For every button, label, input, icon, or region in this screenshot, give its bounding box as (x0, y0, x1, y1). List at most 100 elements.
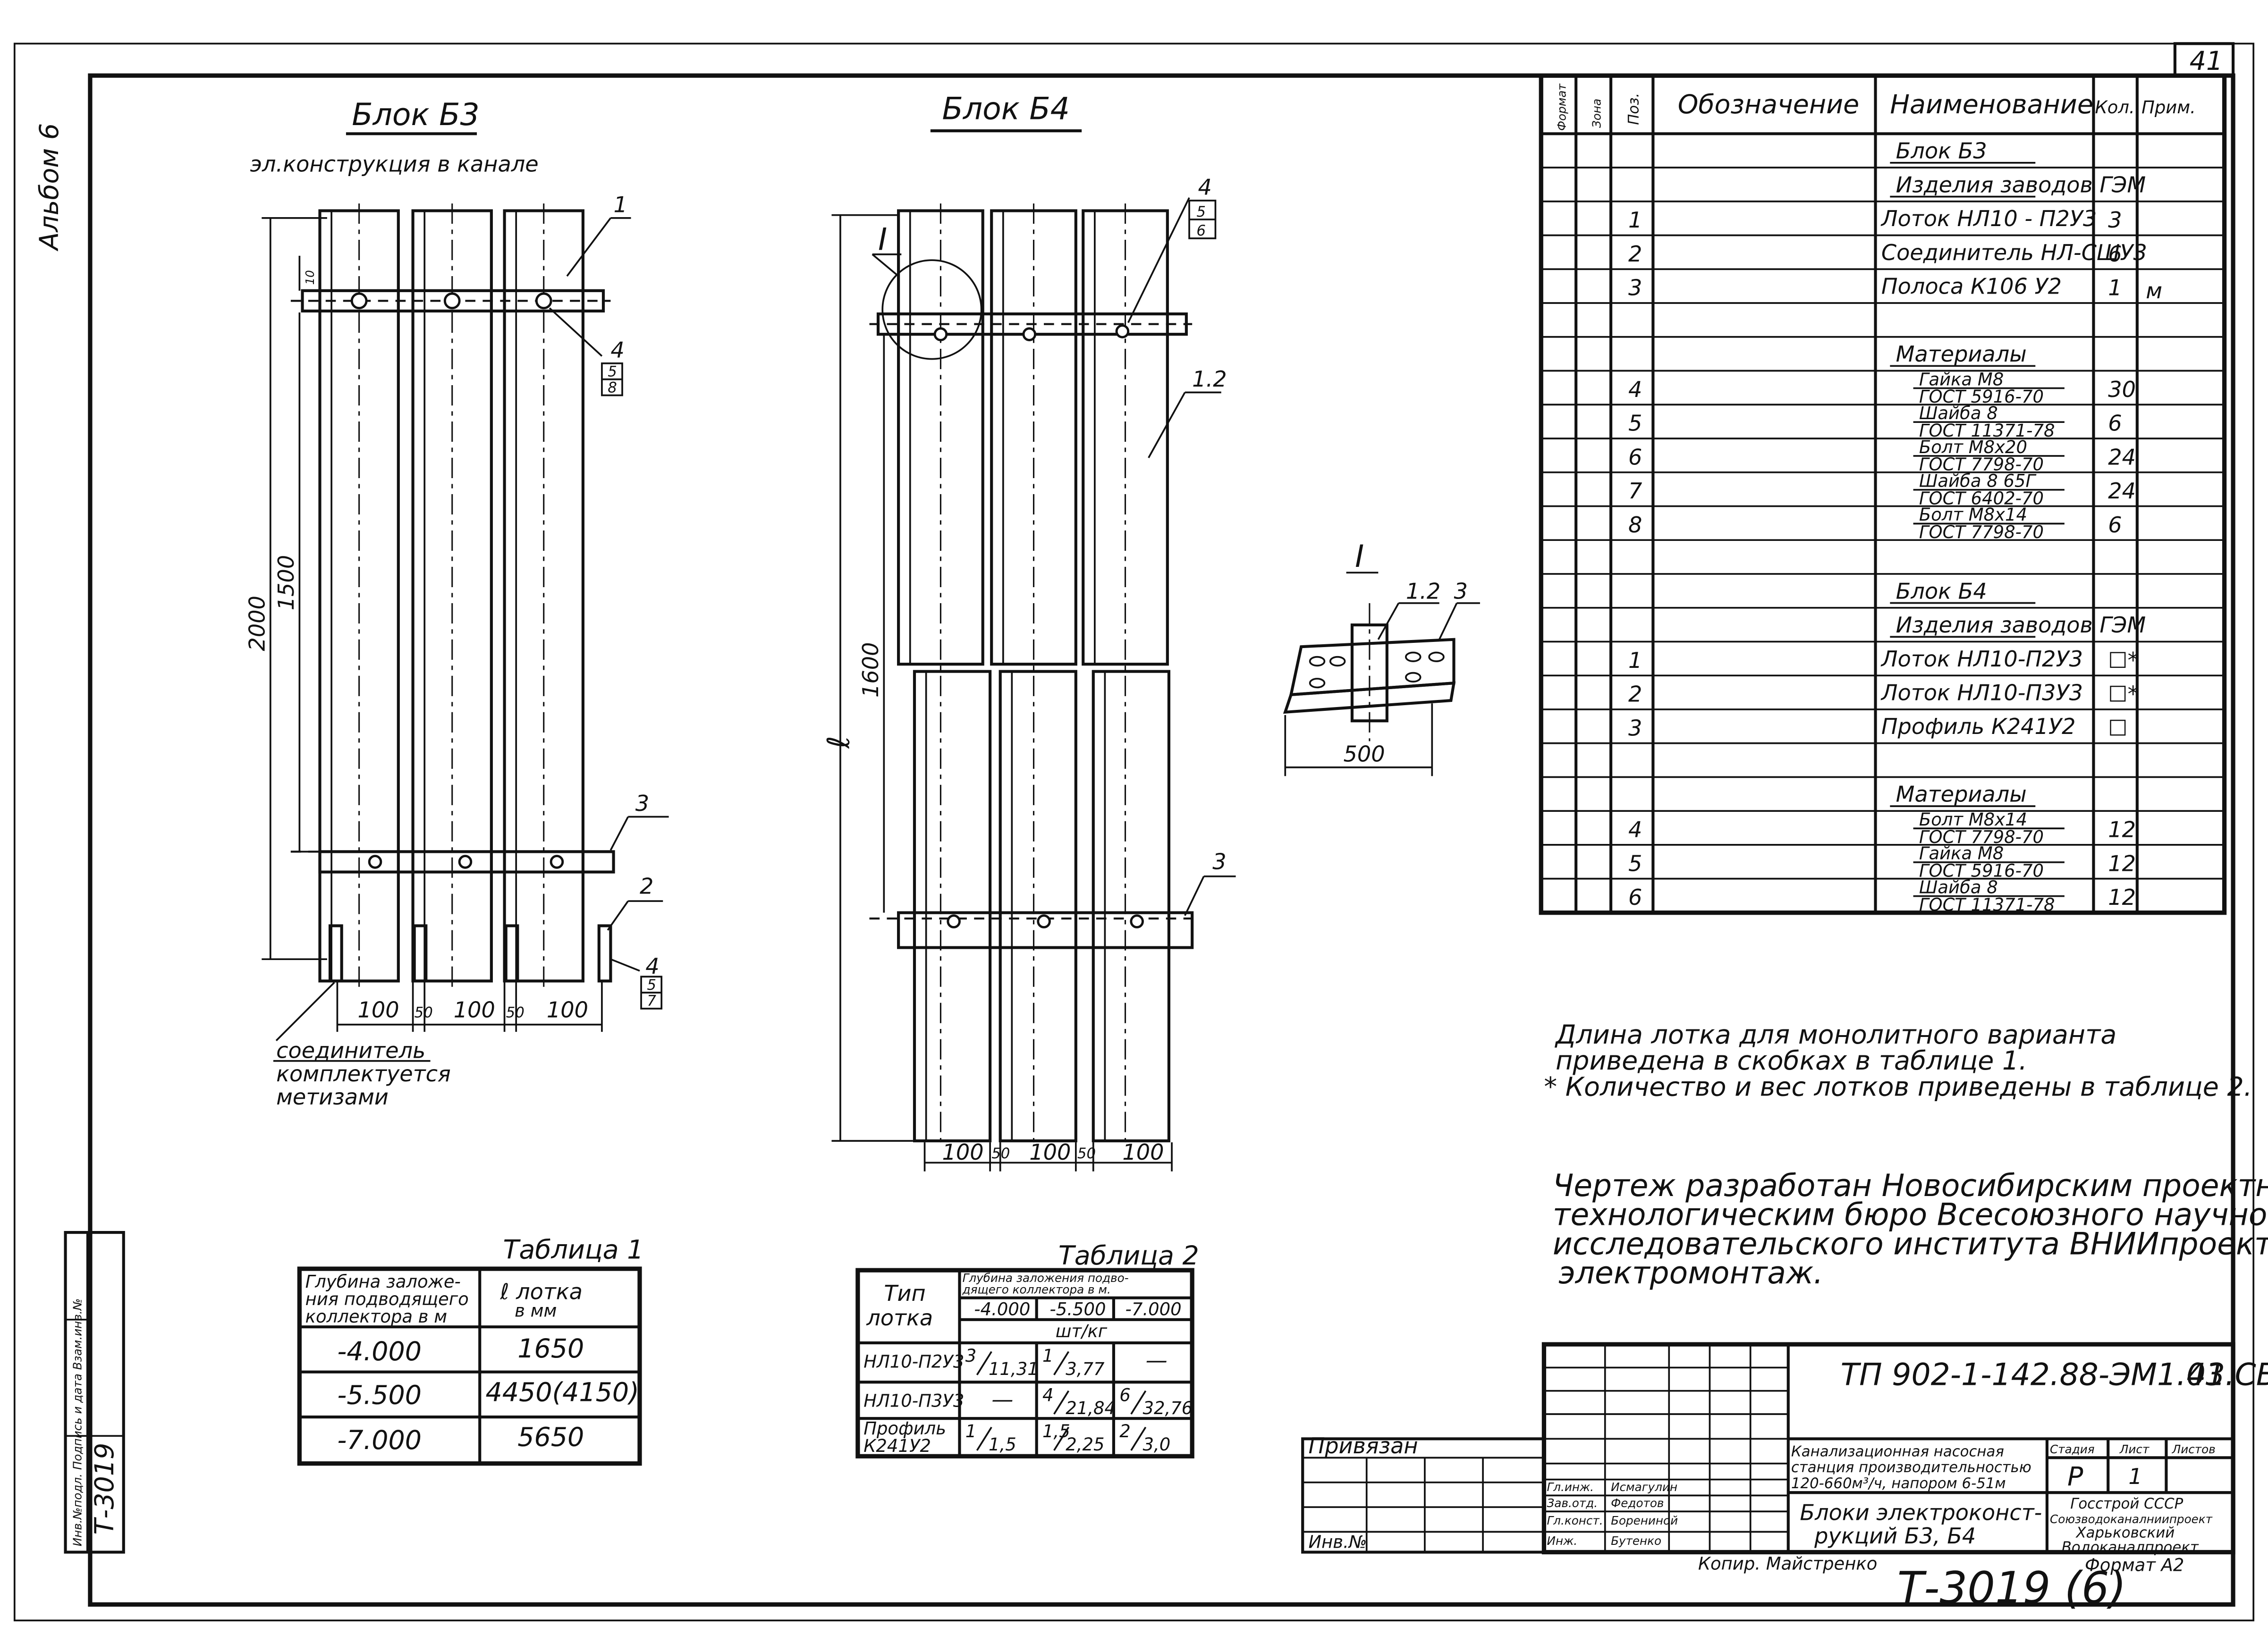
b3-gap-2: 50 (506, 1004, 525, 1021)
spec-pos: 2 (1628, 241, 1642, 267)
outer-border (13, 42, 2255, 1622)
spec-standard: ГОСТ 7798-70 (1919, 455, 2044, 475)
spec-pos: 3 (1628, 275, 1642, 301)
spec-pos: 6 (1628, 444, 1642, 470)
title-block: ТП 902-1-142.88-ЭМ1.03.СБ- 41 Канализаци… (1301, 1342, 2268, 1613)
table1-head1-b: ния подводящего (305, 1289, 469, 1309)
table2-count: 6 (1119, 1385, 1131, 1405)
album-label: Альбом 6 (34, 123, 65, 252)
col-zone: Зона (1590, 99, 1604, 128)
col-name: Наименование (1890, 90, 2093, 120)
role-name-3: Борениной (1611, 1514, 1678, 1527)
role-1: Гл.инж. (1547, 1480, 1594, 1494)
spec-qty: 12 (2108, 817, 2136, 843)
b4-callout-6: 6 (1196, 222, 1206, 239)
org-line-4: Водоканалпроект (2062, 1539, 2199, 1556)
b4-gap-2: 50 (1077, 1145, 1096, 1162)
role-4: Инж. (1547, 1534, 1578, 1548)
table-2: Таблица 2 Тип лотка Глубина заложения по… (855, 1241, 1199, 1458)
table2-depth-3: -7.000 (1126, 1299, 1182, 1320)
table2-type: НЛ10-П3У3 (863, 1391, 964, 1411)
table1-len-1: 1650 (517, 1334, 584, 1364)
spec-pos: 7 (1628, 478, 1642, 504)
role-2: Зав.отд. (1547, 1496, 1598, 1510)
dim-1500: 1500 (273, 555, 299, 611)
table2-type: НЛ10-П2У3 (863, 1351, 964, 1372)
developer-line-2: технологическим бюро Всесоюзного научно- (1553, 1197, 2268, 1233)
spec-qty: ☐ (2108, 715, 2127, 741)
sheet-value: 1 (2128, 1464, 2142, 1489)
b3-callout-5: 5 (608, 363, 617, 380)
note-line-3: * Количество и вес лотков приведены в та… (1544, 1072, 2252, 1103)
side-inventory: Т-3019 (90, 1443, 120, 1535)
table2-depth-2: -5.500 (1049, 1299, 1106, 1320)
table-1: Таблица 1 Глубина заложе- ния подводящег… (297, 1235, 644, 1466)
table2-weight: 1,5 (989, 1434, 1016, 1455)
table2-type-a: Тип (884, 1281, 925, 1306)
table2-count: 3 (965, 1346, 977, 1366)
detail-callout-3: 3 (1454, 579, 1467, 604)
b4-callout-4: 4 (1198, 175, 1211, 200)
spec-pos: 8 (1628, 512, 1642, 538)
table2-weight: 2,25 (1066, 1434, 1104, 1455)
dim-2000: 2000 (244, 596, 270, 651)
spec-name: Шайба 8 (1919, 877, 1998, 897)
org-line-1: Госстрой СССР (2070, 1495, 2183, 1512)
table2-weight: 3,0 (1142, 1434, 1170, 1455)
table2-count: — (991, 1387, 1013, 1412)
spec-section-heading: Материалы (1896, 782, 2027, 807)
side-stamp: Инв.№подл. Подпись и дата Взам.инв.№ Т-3… (64, 1231, 125, 1554)
format-label: Формат А2 (2085, 1555, 2184, 1576)
spec-pos: 3 (1628, 715, 1642, 741)
spec-standard: ГОСТ 11371-78 (1919, 894, 2055, 915)
dim-10: 10 (303, 270, 317, 285)
privyazan-label: Привязан (1309, 1433, 1418, 1458)
spec-qty: 6 (2108, 411, 2122, 436)
table2-weight: 32,76 (1142, 1398, 1193, 1418)
object-line-3: 120-660м³/ч, напором 6-51м (1791, 1475, 2006, 1492)
block-b3-subtitle: эл.конструкция в канале (250, 151, 539, 177)
table1-depth-1: -4.000 (337, 1337, 422, 1367)
table2-type: К241У2 (863, 1436, 931, 1456)
spec-name: Лоток НЛ10-П2У3 (1880, 646, 2083, 672)
table1-head1-c: коллектора в м (305, 1306, 448, 1327)
spec-name: Соединитель НЛ-СШУ3 (1881, 240, 2147, 265)
spec-pos: 4 (1628, 817, 1642, 843)
spec-qty: 6 (2108, 512, 2122, 538)
table2-count: — (1146, 1347, 1168, 1373)
b3-width-1: 100 (358, 997, 399, 1022)
section-mark-i: I (878, 222, 887, 258)
b3-width-3: 100 (547, 997, 588, 1022)
spec-standard: ГОСТ 7798-70 (1919, 522, 2044, 542)
col-pos: Поз. (1625, 93, 1642, 125)
detail-callout-1-2: 1.2 (1406, 579, 1440, 604)
note-line-2: приведена в скобках в таблице 1. (1556, 1046, 2027, 1076)
object-line-1: Канализационная насосная (1791, 1443, 2004, 1460)
inv-label: Инв.№ (1309, 1532, 1367, 1552)
b3-callout-4: 4 (610, 337, 624, 362)
table1-len-3: 5650 (517, 1423, 584, 1453)
block-b3-title: Блок Б3 (352, 97, 479, 133)
inner-frame (88, 73, 2235, 1607)
table1-head1-a: Глубина заложе- (305, 1272, 461, 1292)
spec-section-heading: Блок Б3 (1896, 138, 1987, 164)
b4-callout-3: 3 (1212, 849, 1226, 874)
spec-name: Гайка М8 (1919, 369, 2004, 389)
object-line-2: станция производительностью (1791, 1459, 2031, 1476)
block-b4-drawing: Блок Б4 I (821, 91, 1236, 1171)
role-name-1: Исмагулин (1611, 1480, 1677, 1494)
spec-qty: 1 (2108, 275, 2122, 301)
spec-standard: ГОСТ 11371-78 (1919, 421, 2055, 441)
table2-count: 1 (965, 1421, 977, 1441)
block-b4-title: Блок Б4 (942, 91, 1070, 126)
spec-qty: 24 (2108, 444, 2136, 470)
table1-title: Таблица 1 (503, 1235, 644, 1265)
note-line-1: Длина лотка для монолитного варианта (1554, 1020, 2116, 1050)
table2-count: 1 (1042, 1346, 1054, 1366)
b3-callout-4b: 4 (645, 953, 659, 979)
spec-pos: 5 (1628, 851, 1642, 876)
b4-callout-5: 5 (1196, 203, 1206, 220)
spec-standard: ГОСТ 7798-70 (1919, 827, 2044, 847)
